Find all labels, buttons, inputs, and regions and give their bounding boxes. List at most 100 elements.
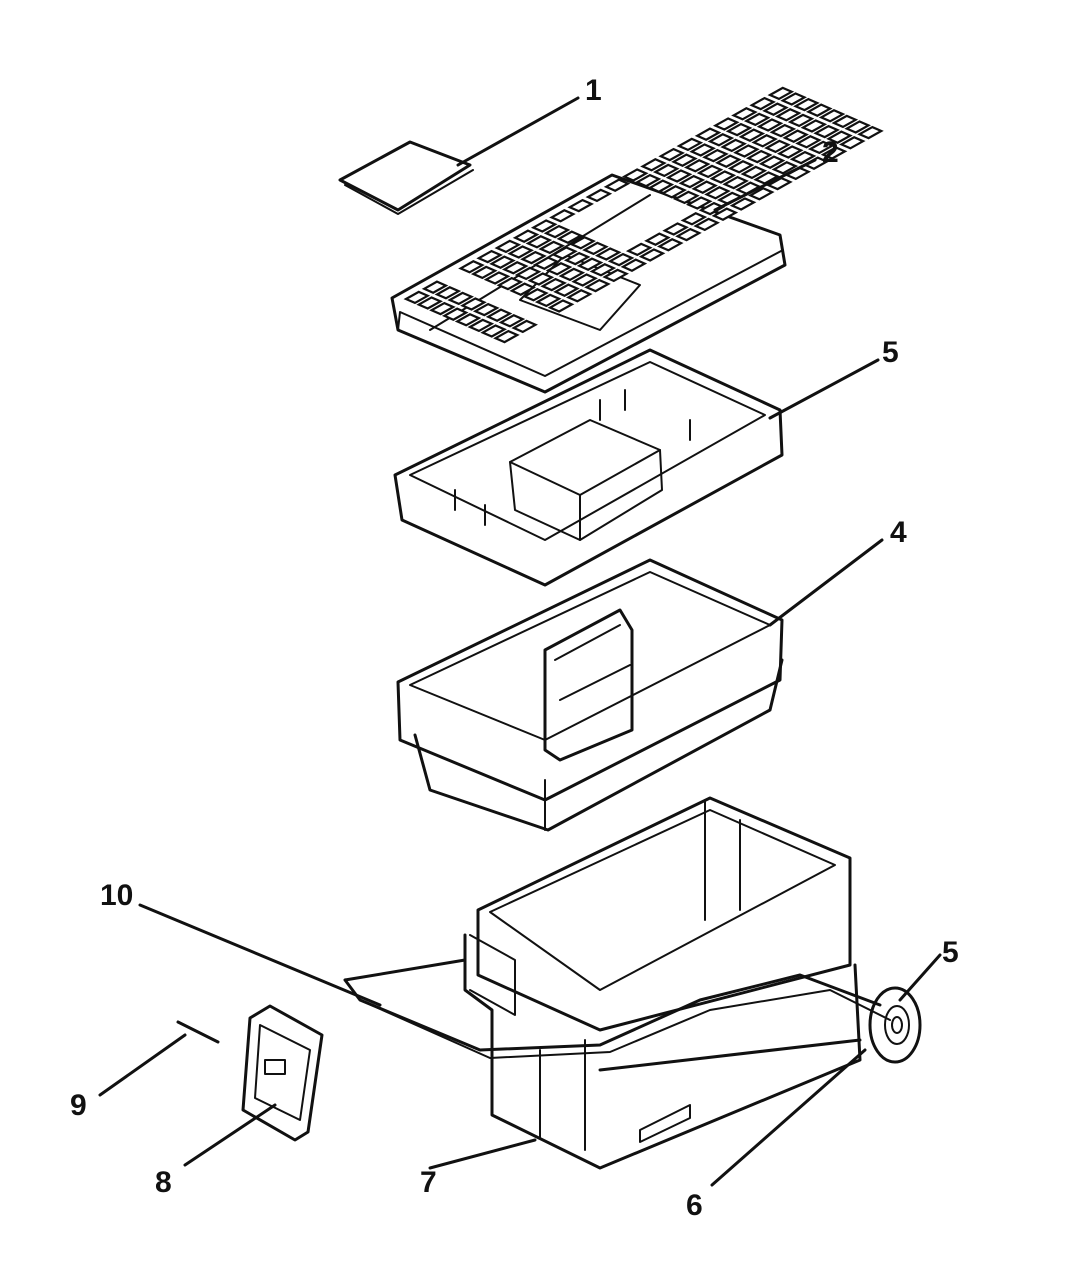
part-8-latch — [241, 1004, 324, 1142]
lid-grid-cell — [813, 124, 840, 139]
lid-grid-cell — [762, 102, 789, 116]
lid-grid-cell — [644, 232, 671, 246]
lid-grid-cell — [603, 178, 631, 192]
lid-grid-cell — [743, 112, 771, 127]
callout-8: 8 — [155, 1166, 172, 1199]
lid-grid-cell — [691, 180, 718, 194]
lid-grid-cell — [483, 271, 511, 285]
lid-grid-cell — [454, 313, 482, 327]
leader-1 — [456, 96, 580, 167]
lid-grid-cell — [738, 128, 766, 142]
lid-grid-cell — [838, 136, 866, 150]
lid-grid-cell — [693, 217, 720, 232]
lid-grid-cell — [511, 319, 538, 334]
lid-grid-cell — [496, 276, 524, 291]
part-9-pin — [176, 1020, 220, 1044]
lid-grid-cells — [403, 86, 884, 344]
lid-grid-cell — [620, 258, 648, 272]
lid-grid-cell — [447, 291, 474, 306]
lid-grid-cell — [429, 301, 456, 316]
leader-5 — [898, 953, 942, 1002]
lid-grid-cell — [467, 318, 495, 333]
lid-grid-cell — [702, 148, 729, 163]
lid-grid-cell — [831, 114, 859, 129]
lid-grid-cell — [805, 103, 833, 117]
leader-4 — [768, 538, 884, 627]
lid-grid-cell — [756, 118, 784, 132]
lid-grid-cell — [527, 272, 555, 286]
lid-grid-cell — [665, 169, 693, 183]
lid-grid-cell — [565, 289, 593, 303]
lid-grid-cell — [571, 273, 598, 287]
lid-grid-cell — [584, 278, 611, 293]
lid-grid-cell — [731, 107, 758, 121]
lid-grid-cell — [671, 153, 698, 167]
part-7-main-box — [463, 796, 862, 1170]
lid-grid-cell — [534, 293, 562, 308]
lid-grid-cell — [647, 179, 675, 193]
lid-grid-cell — [722, 175, 749, 190]
lid-grid-cell — [525, 235, 553, 249]
lid-grid-cell — [789, 150, 817, 165]
lid-grid-cell — [532, 256, 560, 270]
lid-grid-cell — [769, 123, 797, 138]
lid-grid-cell — [680, 212, 708, 226]
lid-grid-cell — [689, 143, 716, 157]
lid-grid-cell — [712, 117, 740, 131]
lid-grid-cell — [607, 252, 635, 267]
lid-grid-cell — [709, 170, 737, 184]
lid-grid-cell — [540, 277, 567, 292]
lid-grid-cell — [441, 307, 469, 321]
leader-9 — [98, 1033, 187, 1097]
lid-grid-cell — [800, 119, 828, 133]
lid-grid-cell — [512, 229, 540, 243]
lid-grid-cell — [460, 297, 487, 311]
lid-grid-cell — [749, 96, 776, 111]
lid-grid-cell — [493, 329, 520, 344]
lid-grid-cell — [660, 185, 687, 199]
lid-grid-cell — [720, 138, 747, 153]
part-10-handle — [343, 958, 891, 1059]
lid-grid-cell — [585, 188, 613, 203]
lid-grid-cell — [652, 163, 680, 178]
leader-3 — [768, 358, 880, 420]
lid-grid-cell — [458, 260, 485, 274]
lid-grid-cell — [494, 239, 522, 254]
lid-grid-cell — [576, 257, 604, 271]
part-1-latch-plate — [338, 140, 474, 215]
lid-grid-cell — [776, 145, 804, 159]
lid-grid-cell — [485, 308, 513, 322]
callout-4: 4 — [890, 516, 907, 549]
lid-grid-cell — [844, 120, 871, 134]
lid-grid-cell — [538, 240, 565, 255]
leader-7 — [428, 1138, 537, 1170]
part-2-lid-grid — [390, 86, 884, 394]
lid-grid-cell — [553, 283, 580, 297]
lid-grid-cell — [507, 245, 534, 259]
lid-grid-cell — [826, 130, 853, 144]
lid-grid-cell — [403, 290, 431, 305]
lid-grid-cell — [683, 159, 711, 173]
callout-5: 5 — [942, 936, 959, 969]
lid-grid-cell — [545, 262, 573, 276]
lid-grid-cell — [694, 127, 722, 141]
lid-grid-cell — [729, 197, 757, 211]
lid-grid-cell — [780, 92, 807, 106]
lid-grid-cell — [656, 238, 684, 252]
lid-grid-cell — [745, 149, 773, 164]
lid-grid-cell — [530, 219, 558, 233]
lid-grid-cell — [594, 247, 622, 261]
lid-grid-cell — [747, 187, 775, 201]
lid-grid-cell — [569, 236, 596, 250]
lid-grid-cell — [764, 139, 791, 154]
leader-8 — [183, 1103, 277, 1167]
lid-grid-cell — [704, 186, 731, 200]
lid-grid-cell — [678, 174, 706, 189]
lid-grid-cell — [625, 242, 653, 257]
lid-grid-cell — [727, 160, 755, 174]
lid-grid-cell — [758, 155, 786, 169]
lid-grid-cell — [696, 164, 724, 179]
lid-grid-cell — [470, 265, 498, 280]
lid-grid-cell — [567, 198, 594, 213]
lid-grid-cell — [549, 209, 576, 223]
